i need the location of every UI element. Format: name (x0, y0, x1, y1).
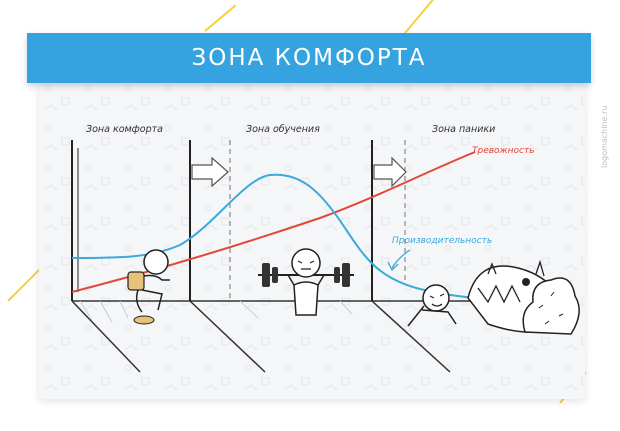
bush-icon (522, 277, 580, 335)
page-title: ЗОНА КОМФОРТА (191, 45, 427, 71)
arrow-right-icon (191, 156, 229, 188)
title-banner: ЗОНА КОМФОРТА (27, 33, 591, 83)
person-fleeing-monster-icon (407, 284, 457, 327)
weightlifter-icon (258, 248, 354, 316)
productivity-pointer-arrow (387, 249, 411, 272)
person-sitting-icon (127, 249, 170, 325)
zone-label-panic: Зона паники (432, 124, 496, 135)
arrow-right-icon (373, 156, 407, 188)
zone-label-comfort: Зона комфорта (86, 124, 163, 135)
productivity-label: Производительность (392, 236, 493, 246)
side-watermark: logomachine.ru (600, 105, 609, 168)
productivity-curve (71, 173, 491, 299)
zone-walls (71, 140, 406, 301)
zone-label-learning: Зона обучения (246, 124, 320, 135)
anxiety-label: Тревожность (472, 146, 535, 156)
